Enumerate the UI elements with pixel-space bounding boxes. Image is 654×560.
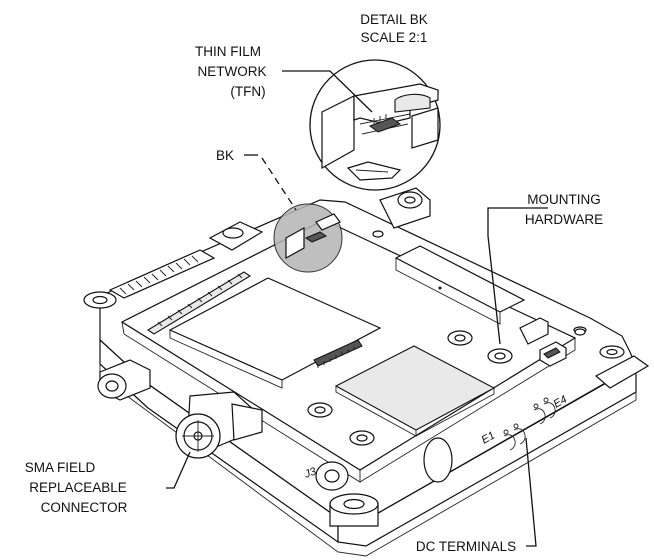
front-port: [423, 437, 453, 483]
mounting-label-line2: HARDWARE: [525, 212, 603, 227]
e4-marking: E4: [552, 393, 570, 410]
detail-title: DETAIL BK: [360, 12, 428, 27]
dc-terminals: [503, 397, 556, 451]
tfn-label-line2: NETWORK: [198, 64, 267, 79]
dc-terminals-leader: [525, 437, 537, 547]
sma-label-line3: CONNECTOR: [41, 500, 128, 515]
sma-leader: [166, 451, 191, 489]
tfn-label-line1: THIN FILM: [195, 44, 261, 59]
sma-label-line2: REPLACEABLE: [29, 480, 127, 495]
sma-connector-main: [175, 391, 263, 459]
tfn-leader: [282, 70, 373, 113]
ribbed-pad: [119, 255, 199, 295]
sma-label-line1: SMA FIELD: [25, 460, 96, 475]
mounting-leader: [487, 207, 548, 345]
mounting-standoffs: [307, 230, 586, 446]
sma-connector-left: [97, 359, 151, 401]
sma-connector-j3: [315, 461, 349, 491]
e1-marking: E1: [480, 429, 498, 446]
bk-leader-dashed: [261, 157, 297, 211]
rf-module-housing: [83, 187, 650, 557]
detail-scale: SCALE 2:1: [361, 30, 428, 45]
detail-bk-view: [309, 59, 441, 191]
mounting-label-line1: MOUNTING: [527, 192, 601, 207]
edge-connector-pins: [157, 273, 243, 327]
tfn-label-line3: (TFN): [230, 84, 265, 99]
bk-label: BK: [216, 148, 234, 163]
dc-terminals-label: DC TERMINALS: [416, 539, 516, 554]
j3-marking: J3: [302, 465, 319, 481]
